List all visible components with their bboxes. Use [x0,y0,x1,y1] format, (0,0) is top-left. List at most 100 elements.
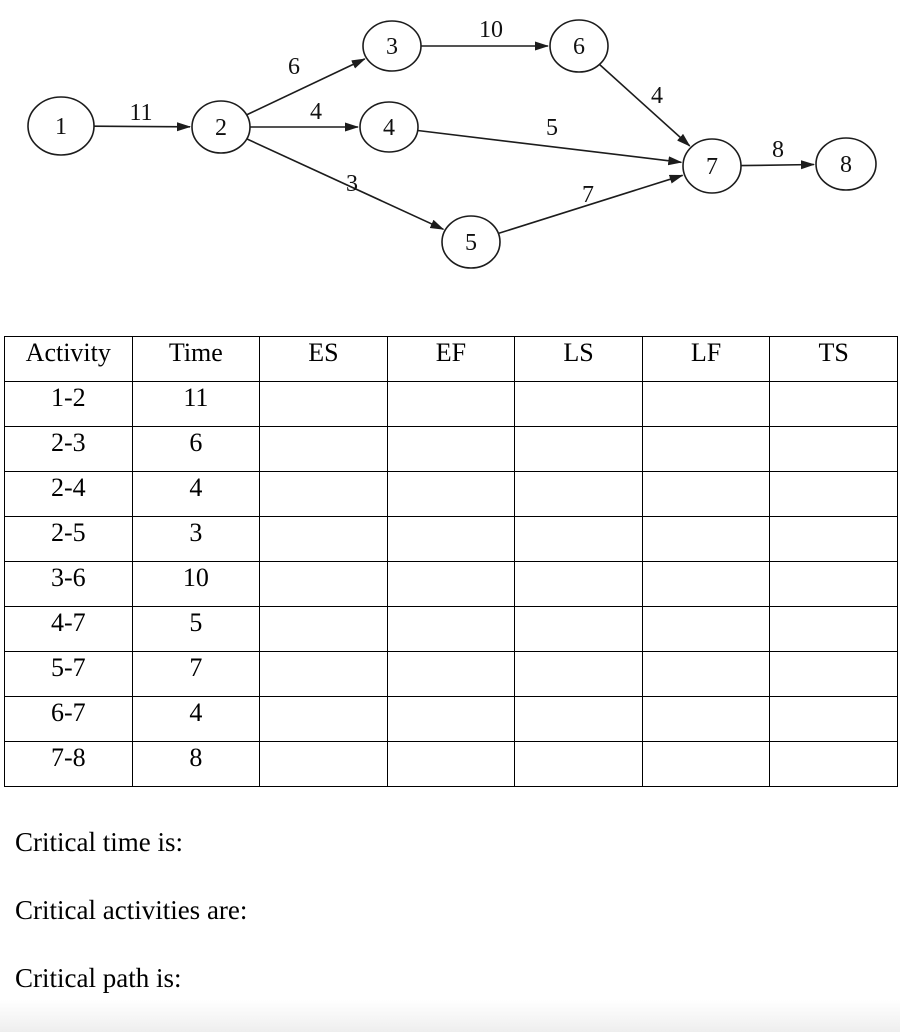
event-node-label-7: 7 [706,154,718,180]
edge-arrow-7-8 [740,160,815,170]
activity-cell: 6-7 [4,696,133,742]
answer-cell-ts [769,606,898,652]
answer-cell-lf [641,381,771,427]
time-cell: 11 [131,381,261,427]
answer-cell-es [259,381,388,427]
time-cell: 4 [131,471,261,517]
edge-arrow-2-5 [246,138,445,231]
answer-cell-ef [386,651,516,697]
time-cell: 4 [131,696,261,742]
answer-cell-ts [769,561,898,607]
edge-duration-label-2-3: 6 [288,54,300,80]
column-header-time: Time [131,336,261,382]
column-header-activity: Activity [4,336,133,382]
edge-duration-label-2-4: 4 [310,99,322,125]
answer-cell-ts [769,381,898,427]
answer-cell-ts [769,741,898,787]
edge-arrow-5-7 [498,174,684,235]
edge-duration-label-4-7: 5 [546,115,558,141]
answer-cell-lf [641,561,771,607]
answer-cell-ls [514,381,643,427]
answer-cell-lf [641,651,771,697]
time-cell: 8 [131,741,261,787]
column-header-ts: TS [769,336,898,382]
activity-cell: 1-2 [4,381,133,427]
answer-cell-es [259,696,388,742]
edge-arrow-4-7 [417,129,683,166]
answer-cell-ef [386,471,516,517]
event-node-label-6: 6 [573,34,585,60]
activity-cell: 2-3 [4,426,133,472]
activity-cell: 4-7 [4,606,133,652]
activity-cell: 3-6 [4,561,133,607]
answer-cell-ls [514,696,643,742]
answer-cell-ls [514,471,643,517]
answer-cell-ls [514,426,643,472]
edge-duration-label-2-5: 3 [346,171,358,197]
edge-duration-label-3-6: 10 [479,17,503,43]
answer-cell-lf [641,696,771,742]
column-header-es: ES [259,336,388,382]
answer-cell-ts [769,651,898,697]
column-header-ls: LS [514,336,643,382]
column-header-lf: LF [641,336,771,382]
event-node-label-4: 4 [383,115,395,141]
answer-cell-ls [514,561,643,607]
answer-cell-es [259,561,388,607]
answer-cell-es [259,606,388,652]
answer-cell-lf [641,426,771,472]
edge-duration-label-1-2: 11 [129,100,152,126]
answer-cell-ef [386,696,516,742]
edge-arrow-2-3 [246,58,366,116]
event-node-label-3: 3 [386,34,398,60]
event-node-5 [441,215,501,269]
event-node-label-1: 1 [55,114,67,140]
edge-duration-label-5-7: 7 [582,182,594,208]
answer-cell-ts [769,696,898,742]
answer-cell-lf [641,516,771,562]
event-node-7 [682,138,742,194]
answer-cell-ef [386,426,516,472]
answer-cell-ef [386,516,516,562]
time-cell: 6 [131,426,261,472]
answer-cell-lf [641,741,771,787]
event-node-6 [549,19,609,73]
activity-cell: 2-4 [4,471,133,517]
critical-activities-prompt: Critical activities are: [15,895,248,925]
answer-cell-es [259,741,388,787]
answer-cell-ef [386,381,516,427]
answer-cell-ef [386,561,516,607]
column-header-ef: EF [386,336,516,382]
event-node-label-8: 8 [840,152,852,178]
activity-cell: 2-5 [4,516,133,562]
answer-cell-es [259,516,388,562]
answer-cell-ef [386,741,516,787]
answer-cell-ls [514,651,643,697]
answer-cell-es [259,651,388,697]
edge-arrow-1-2 [93,122,191,132]
answer-cell-es [259,471,388,517]
event-node-2 [191,100,251,154]
edge-arrow-6-7 [598,63,691,147]
answer-cell-es [259,426,388,472]
answer-cell-lf [641,471,771,517]
answer-cell-ts [769,426,898,472]
answer-cell-ef [386,606,516,652]
event-node-1 [27,96,95,156]
answer-cell-ts [769,516,898,562]
answer-cell-lf [641,606,771,652]
time-cell: 3 [131,516,261,562]
activity-cell: 7-8 [4,741,133,787]
time-cell: 10 [131,561,261,607]
